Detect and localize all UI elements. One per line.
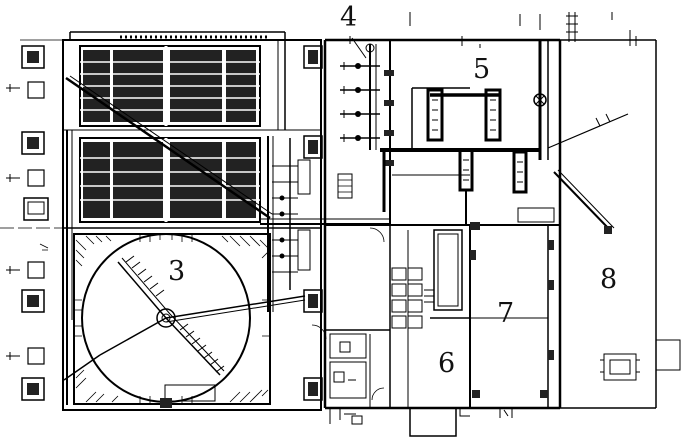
hall-8 (547, 12, 681, 409)
room-label-4: 4 (340, 2, 357, 33)
room-label-5: 5 (473, 54, 490, 85)
washroom-block (311, 227, 385, 425)
room-label-7: 7 (497, 298, 514, 329)
room5-equipment (380, 40, 555, 225)
room-label-8: 8 (600, 264, 617, 295)
thickener-basin (63, 233, 306, 408)
room-label-6: 6 (438, 348, 455, 379)
left-process-area (62, 31, 322, 411)
room-label-3: 3 (168, 256, 185, 287)
filter-tank-upper (79, 45, 261, 127)
room6-equipment (391, 229, 463, 329)
pump-row (337, 37, 380, 199)
process-building (311, 37, 562, 437)
left-exterior-columns (0, 39, 63, 401)
